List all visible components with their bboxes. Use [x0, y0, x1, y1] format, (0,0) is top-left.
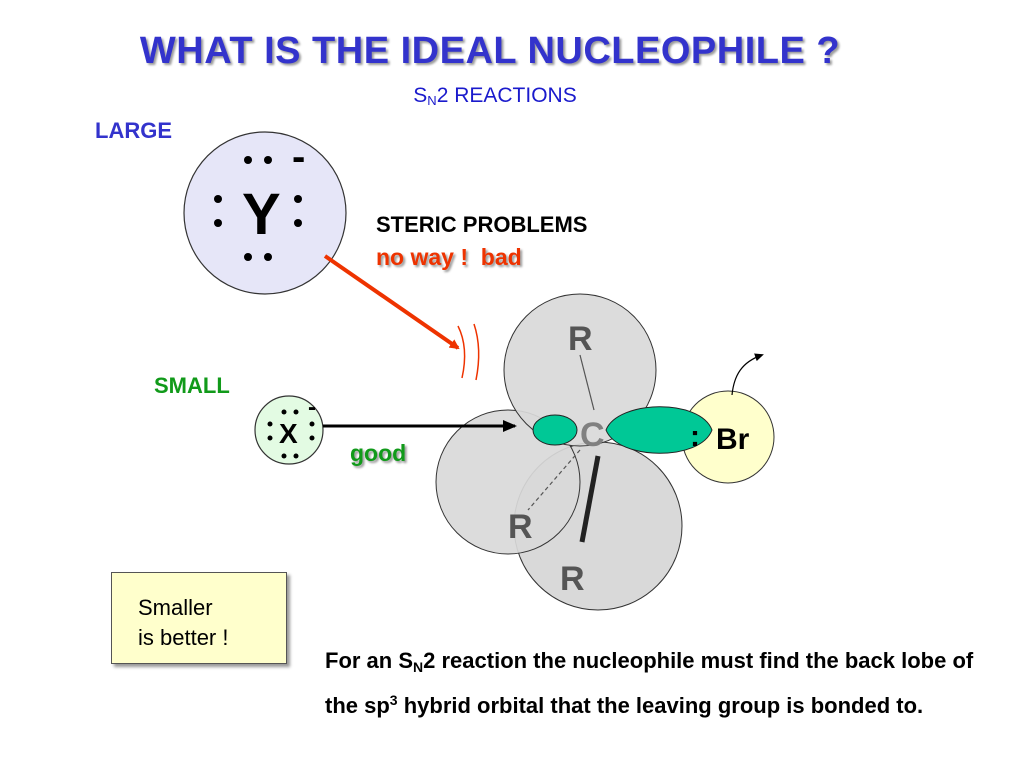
explanation-part-2: 2 reaction the nucleophile must find the…	[325, 648, 974, 718]
bond-c-r-wedge	[579, 455, 601, 543]
explanation-superscript: 3	[389, 692, 398, 708]
substituent-label-top: R	[568, 320, 593, 358]
small-label: SMALL	[154, 373, 230, 398]
substituent-label-left: R	[508, 508, 533, 546]
note-line-2: is better !	[138, 625, 229, 650]
page-title: WHAT IS THE IDEAL NUCLEOPHILE ?	[139, 30, 841, 72]
bond-c-r-top	[579, 354, 595, 411]
sp3-back-lobe	[532, 414, 578, 446]
small-nucleophile-charge: -	[308, 394, 316, 421]
large-nucleophile-atom: Y	[242, 182, 281, 247]
steric-clash-mark-1	[457, 325, 466, 379]
large-nucleophile-electron-pairs	[214, 156, 302, 261]
bond-c-r-dashed	[527, 449, 581, 511]
large-nucleophile-charge: -	[292, 135, 305, 179]
leaving-arrow	[731, 353, 764, 396]
good-verdict-label: good	[350, 440, 407, 466]
steric-approach-arrow	[323, 254, 460, 350]
explanation-part-3: hybrid orbital that the leaving group is…	[397, 693, 924, 718]
subtitle: SN2 REACTIONS	[0, 84, 990, 108]
small-nucleophile-electron-pairs	[267, 409, 315, 459]
carbon-atom: C	[580, 416, 605, 454]
steric-problems-label: STERIC PROBLEMS	[376, 212, 588, 237]
steric-clash-mark-2	[473, 323, 480, 381]
explanation-subscript: N	[413, 659, 424, 675]
leaving-group-label: Br	[716, 423, 750, 456]
subtitle-rest: 2 REACTIONS	[436, 84, 577, 107]
substituent-sphere-top	[503, 293, 657, 447]
small-nucleophile-atom: X	[279, 418, 298, 449]
subtitle-subscript: N	[427, 93, 437, 108]
note-box: Smaller is better !	[111, 572, 287, 664]
large-label: LARGE	[95, 118, 172, 143]
subtitle-s: S	[413, 84, 428, 107]
note-line-1: Smaller	[138, 595, 213, 620]
explanation-part-1: For an S	[325, 648, 414, 673]
large-nucleophile-sphere	[183, 131, 347, 295]
small-nucleophile-sphere	[254, 395, 324, 465]
substituent-label-bottom: R	[560, 560, 585, 598]
leaving-group-pair: :	[690, 420, 700, 453]
substituent-sphere-left	[435, 409, 581, 555]
bad-verdict-label: no way ! bad	[376, 244, 522, 270]
explanation-text: For an SN2 reaction the nucleophile must…	[325, 644, 1005, 722]
sp3-front-lobe	[605, 406, 713, 454]
